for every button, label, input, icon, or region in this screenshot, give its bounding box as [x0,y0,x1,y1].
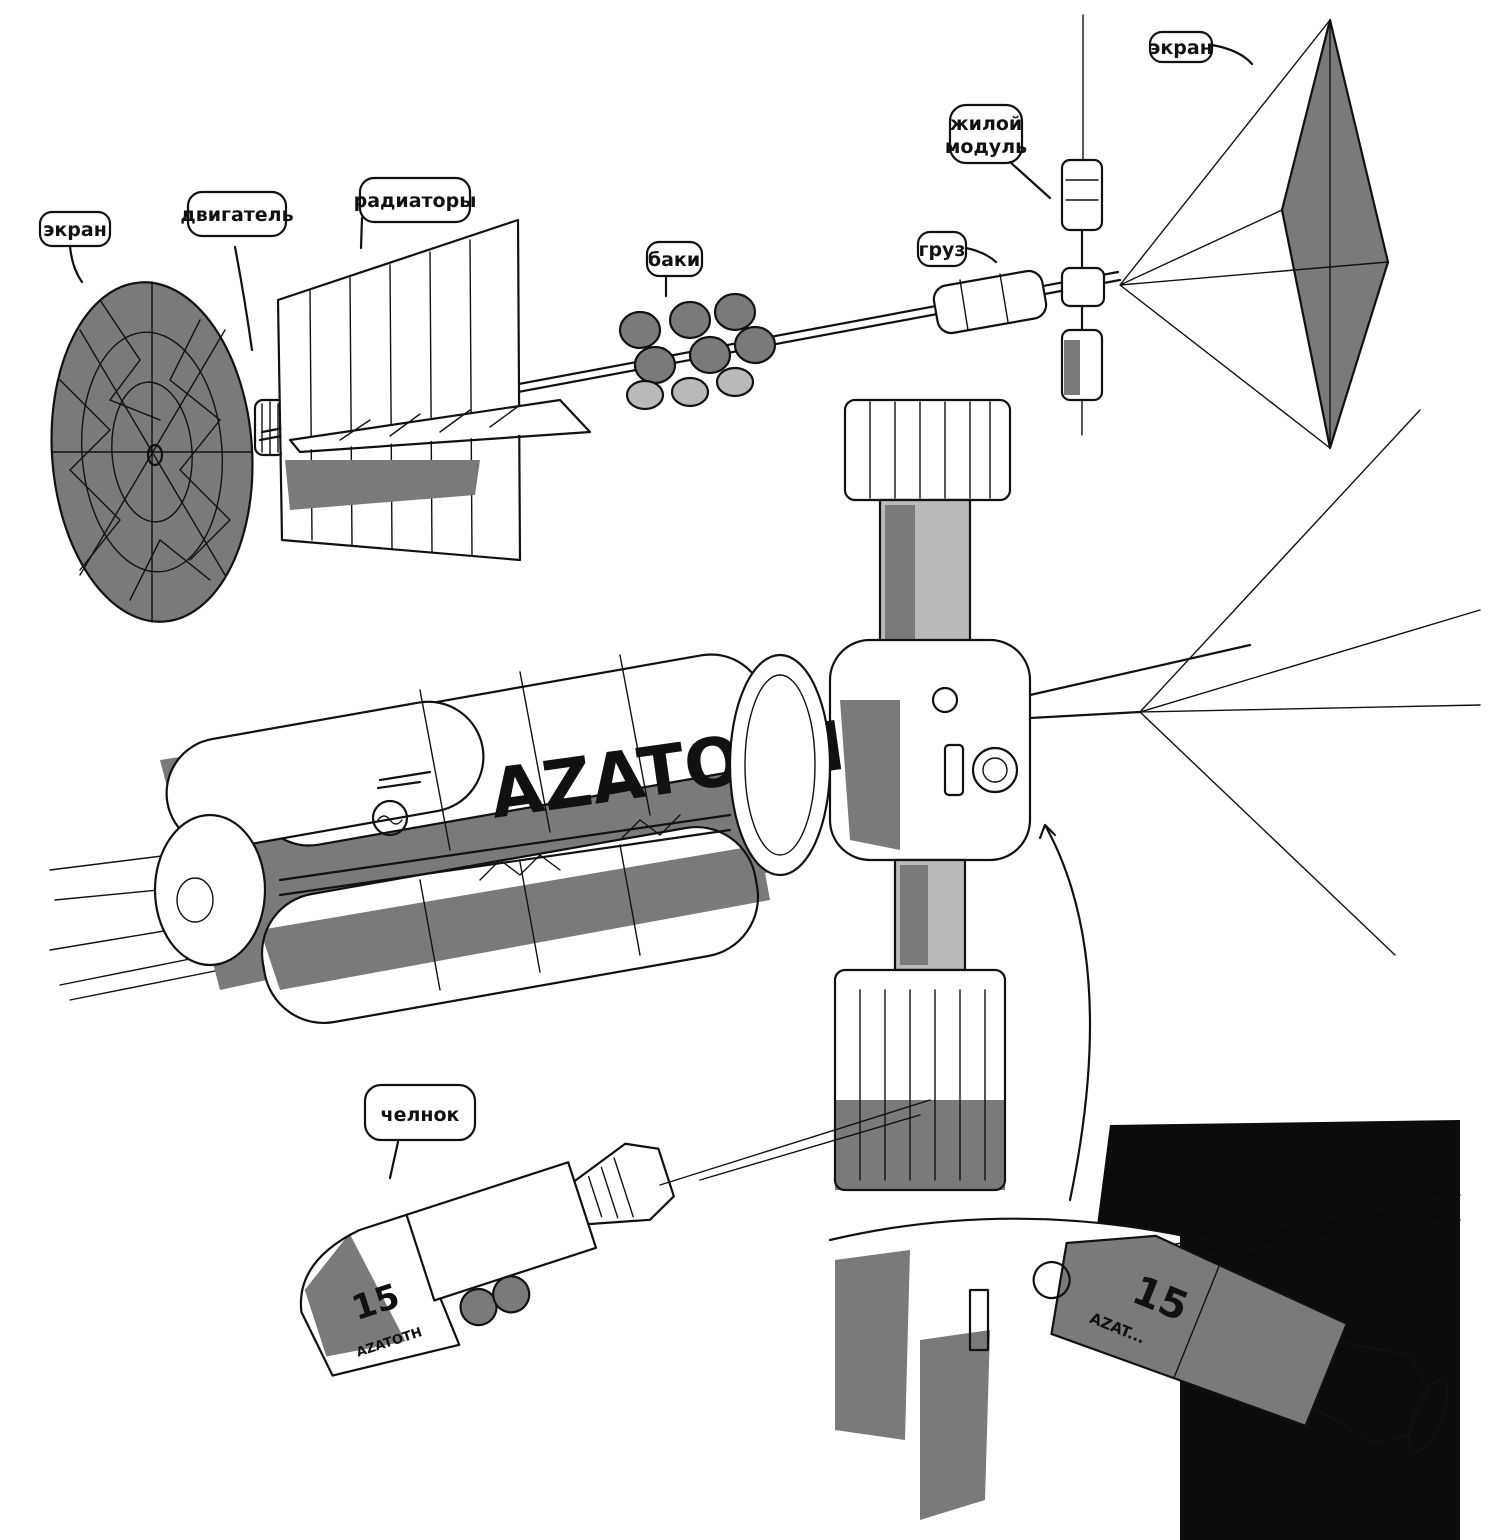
callout-screen-left: экран [38,210,112,284]
callout-screen-right: экран [1148,30,1254,66]
main-ship-closeup: AZATOTH [49,398,1481,1202]
docking-ring [728,653,832,877]
cylinder-cluster [160,653,780,1025]
central-hub [828,638,1032,862]
left-shield-dish [50,281,254,623]
label-radiators: радиаторы [354,190,477,212]
label-habitat-line2: модуль [945,136,1027,158]
ship-logo-icon [371,799,409,837]
label-screen-left: экран [43,219,107,241]
label-screen-right: экран [1149,37,1213,59]
label-habitat-line1: жилой [950,113,1023,135]
label-tanks: баки [648,249,700,271]
upper-tower [843,398,1012,652]
lower-tower [833,858,1007,1192]
label-shuttle: челнок [381,1104,460,1126]
ship-overview-diagram [50,14,1390,623]
callout-habitat-module: жилой модуль [945,103,1052,200]
callout-tanks: баки [645,240,704,298]
right-shield-kite [1119,18,1390,450]
label-engine: двигатель [180,204,293,226]
callout-shuttle: челнок [363,1083,477,1180]
habitat-module [1060,14,1106,436]
pointer-arrow [1043,823,1092,1202]
shuttle-closeup-panel: 15 AZAT... [828,1120,1461,1540]
callout-radiators: радиаторы [354,176,477,250]
label-cargo: груз [919,239,966,261]
radiator-panel [276,218,592,562]
callout-engine: двигатель [180,190,294,352]
callout-cargo: груз [916,230,998,268]
cargo-pods [932,269,1048,335]
tank-cluster [618,292,777,411]
rear-ring [153,813,267,967]
